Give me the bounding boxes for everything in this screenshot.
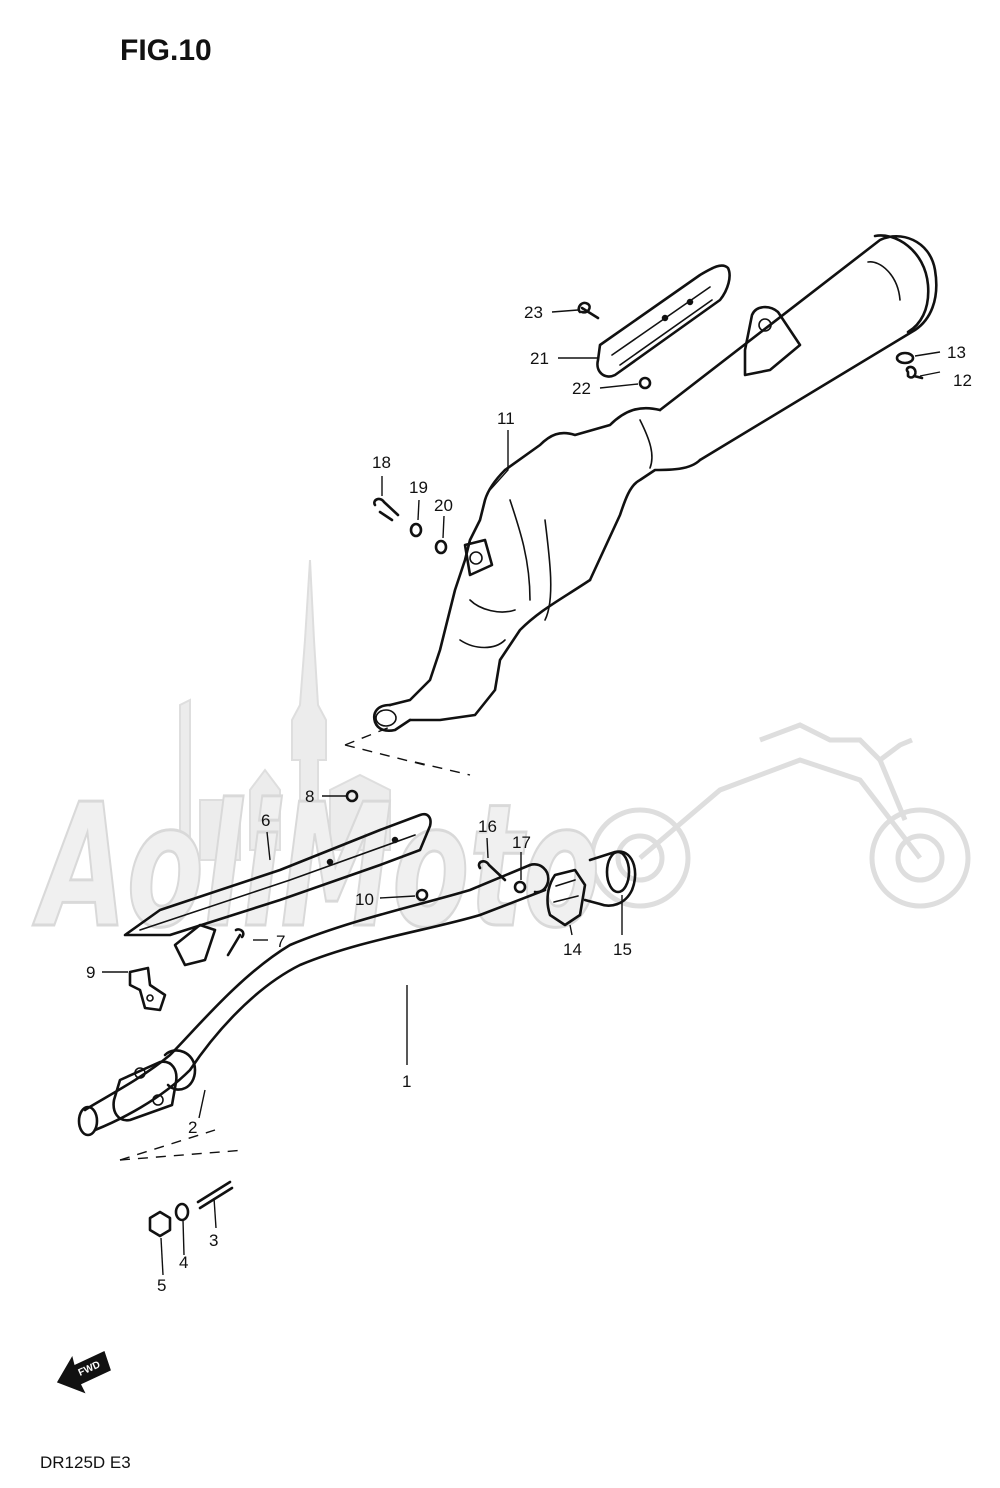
callout-14: 14 [563,940,582,959]
callout-4: 4 [179,1253,188,1272]
callout-17: 17 [512,833,531,852]
figure-title: FIG.10 [120,34,212,67]
callout-9: 9 [86,963,95,982]
callout-6: 6 [261,811,270,830]
part-muffler [372,234,938,733]
callout-22: 22 [572,379,591,398]
callout-13: 13 [947,343,966,362]
callout-21: 21 [530,349,549,368]
assembly-lines [119,724,471,1161]
callout-11: 11 [497,409,515,428]
callout-12: 12 [953,371,972,390]
watermark-spire-icon [291,559,327,841]
hardware-upper [373,301,924,555]
callout-15: 15 [613,940,632,959]
hardware-lower [148,860,527,1238]
callout-16: 16 [478,817,497,836]
callout-1: 1 [402,1072,411,1091]
callout-7: 7 [276,932,285,951]
model-code: DR125D E3 [40,1453,131,1472]
callout-19: 19 [409,478,428,497]
callout-3: 3 [209,1231,218,1250]
callout-18: 18 [372,453,391,472]
callout-20: 20 [434,496,453,515]
leader-lines [102,309,941,1276]
callout-labels: 1 2 3 4 5 6 7 8 9 10 11 12 13 14 15 16 1… [86,303,972,1295]
part-heat-guard-upper [596,264,731,378]
callout-23: 23 [524,303,543,322]
part-exhaust-pipe [77,863,550,1137]
callout-2: 2 [188,1118,197,1137]
fwd-arrow-icon: FWD [56,1350,111,1394]
part-joint [546,850,637,927]
callout-8: 8 [305,787,314,806]
callout-10: 10 [355,890,374,909]
watermark-motorcycle-icon [589,722,971,909]
part-heat-guard-lower [123,789,432,1012]
callout-5: 5 [157,1276,166,1295]
